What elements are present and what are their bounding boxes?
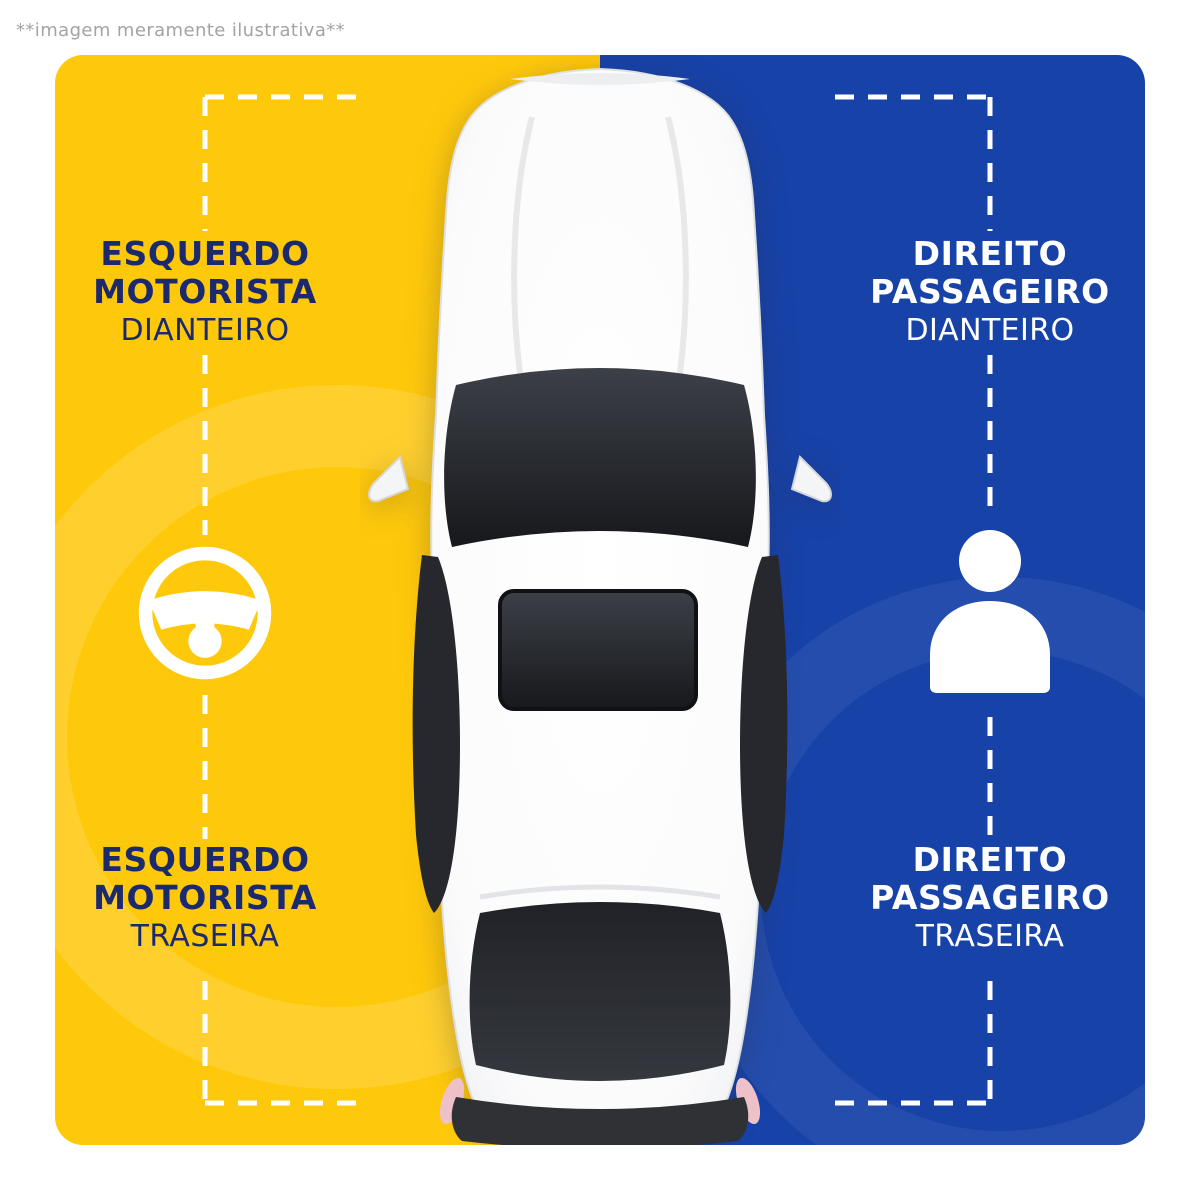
diagram-card: ESQUERDO MOTORISTA DIANTEIRO DIREITO PAS… xyxy=(55,55,1145,1145)
label-line: PASSAGEIRO xyxy=(870,877,1110,917)
label-line: DIREITO xyxy=(912,234,1068,273)
label-front-left: ESQUERDO MOTORISTA DIANTEIRO xyxy=(55,235,375,349)
label-line: PASSAGEIRO xyxy=(870,271,1110,311)
illustrative-disclaimer: **imagem meramente ilustrativa** xyxy=(16,20,346,41)
rear-deck-line xyxy=(479,884,721,900)
left-side-windows xyxy=(412,555,460,913)
left-taillight xyxy=(439,1077,465,1125)
right-side-windows xyxy=(740,555,788,913)
label-line: TRASEIRA xyxy=(915,919,1065,955)
rear-window-glass xyxy=(469,902,731,1081)
label-rear-right: DIREITO PASSAGEIRO TRASEIRA xyxy=(820,841,1145,955)
label-front-right: DIREITO PASSAGEIRO DIANTEIRO xyxy=(820,235,1145,349)
label-line: DIANTEIRO xyxy=(905,313,1075,349)
label-line: ESQUERDO xyxy=(100,840,310,879)
label-line: DIANTEIRO xyxy=(120,313,290,349)
steering-wheel-icon xyxy=(132,540,278,686)
hood-crease-right xyxy=(665,116,689,374)
label-line: DIREITO xyxy=(912,840,1068,879)
car-top-view xyxy=(368,67,832,1145)
right-taillight xyxy=(735,1077,761,1125)
label-line: TRASEIRA xyxy=(130,919,280,955)
label-rear-left: ESQUERDO MOTORISTA TRASEIRA xyxy=(55,841,375,955)
windshield-glass xyxy=(444,368,756,547)
front-grille-shading xyxy=(510,73,690,85)
rear-trim xyxy=(451,1097,749,1145)
left-mirror xyxy=(368,455,410,503)
label-line: MOTORISTA xyxy=(93,271,317,311)
passenger-person-icon xyxy=(920,523,1060,709)
hood-crease-left xyxy=(511,116,535,374)
right-mirror xyxy=(790,455,832,503)
sunroof-glass xyxy=(498,589,698,711)
label-line: MOTORISTA xyxy=(93,877,317,917)
label-line: ESQUERDO xyxy=(100,234,310,273)
